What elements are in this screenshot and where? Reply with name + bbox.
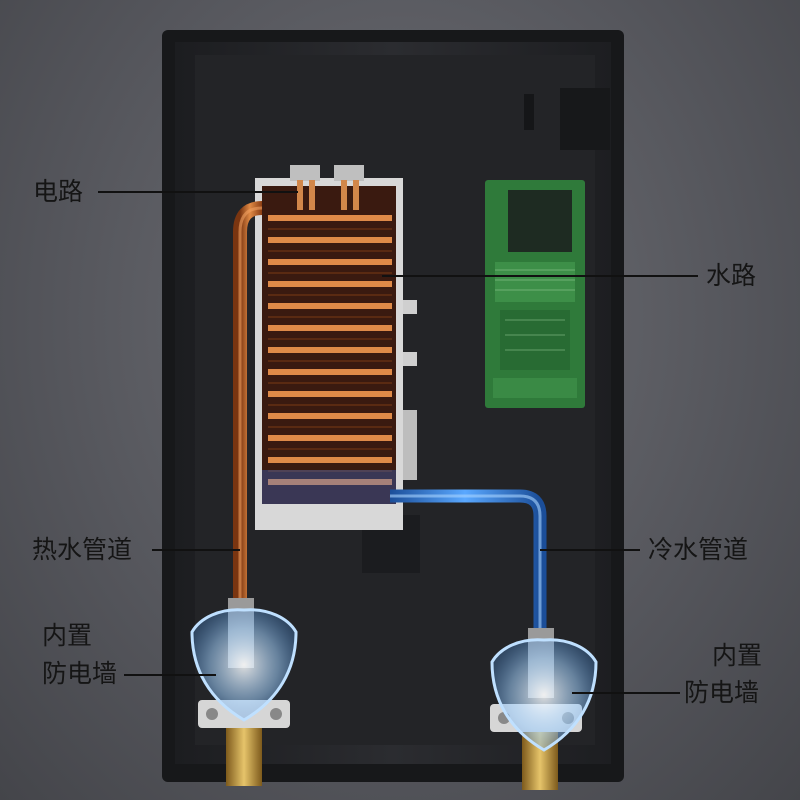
leader-circuit bbox=[98, 191, 298, 193]
leader-hot-pipe bbox=[152, 549, 240, 551]
heat-exchanger bbox=[255, 165, 417, 530]
circuit-board bbox=[485, 180, 585, 408]
top-terminals bbox=[290, 165, 364, 210]
leader-left-wall bbox=[124, 674, 216, 676]
leader-cold-pipe bbox=[540, 549, 640, 551]
right-shield-icon bbox=[490, 638, 598, 752]
leader-waterway bbox=[382, 275, 698, 277]
label-left-wall-line1: 内置 bbox=[42, 621, 93, 650]
leader-right-wall bbox=[572, 692, 680, 694]
copper-coils bbox=[268, 215, 392, 485]
label-left-wall-line2: 防电墙 bbox=[42, 659, 118, 688]
hot-water-pipe bbox=[233, 201, 263, 600]
left-shield-icon bbox=[190, 608, 298, 722]
label-right-wall-line1: 内置 bbox=[712, 641, 763, 670]
label-hot-pipe: 热水管道 bbox=[32, 535, 133, 564]
label-waterway: 水路 bbox=[706, 261, 757, 290]
label-circuit: 电路 bbox=[33, 177, 84, 206]
label-right-wall-line2: 防电墙 bbox=[684, 678, 760, 707]
cold-water-pipe bbox=[390, 489, 547, 630]
label-cold-pipe: 冷水管道 bbox=[648, 535, 749, 564]
